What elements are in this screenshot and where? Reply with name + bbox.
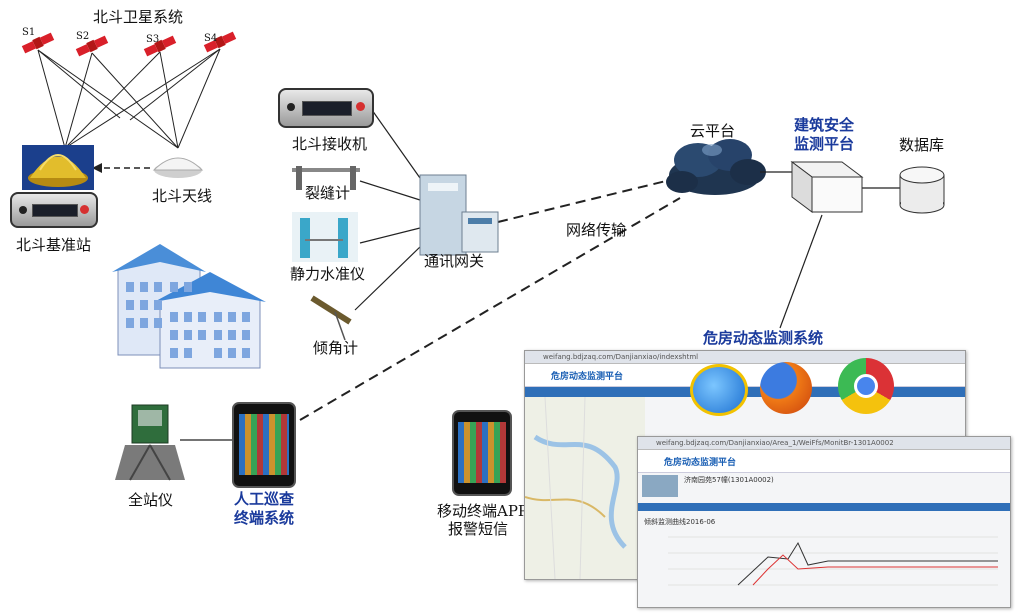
base-station-label: 北斗基准站 — [16, 236, 92, 254]
satellite-s2-label: S2 — [76, 31, 90, 42]
manual-to-cloud-link — [299, 197, 681, 421]
receiver-label: 北斗接收机 — [292, 135, 368, 153]
satellite-s1-icon — [21, 32, 55, 54]
network-label: 网络传输 — [566, 221, 627, 239]
satellite-s3-label: S3 — [146, 34, 160, 45]
beidou-receiver-icon — [278, 88, 374, 128]
satellite-s4-label: S4 — [204, 33, 218, 44]
front-monitor-chart — [668, 536, 998, 586]
front-nav-bar — [638, 503, 1010, 511]
inclinometer-label: 倾角计 — [313, 339, 359, 357]
satellite-s1-label: S1 — [22, 27, 36, 38]
database-label: 数据库 — [899, 136, 945, 154]
manual-terminal-phone-icon — [232, 402, 296, 488]
crack-meter-label: 裂缝计 — [305, 184, 351, 202]
mobile-app-phone-icon — [452, 410, 512, 496]
platform-server-icon — [790, 161, 864, 213]
satellite-s3-icon — [143, 35, 177, 57]
platform-to-system-link — [779, 214, 823, 329]
crack-meter-icon — [292, 166, 360, 190]
building-thumbnail — [642, 475, 678, 497]
building-icon — [112, 244, 266, 369]
mobile-app-label-line1: 移动终端APP — [437, 502, 529, 520]
manual-terminal-label-line1: 人工巡查 — [234, 490, 295, 508]
total-station-icon — [115, 404, 185, 481]
satellite-links — [37, 48, 221, 149]
antenna-label: 北斗天线 — [152, 187, 213, 205]
ie-logo-icon — [690, 364, 748, 416]
satellite-s2-icon — [75, 35, 109, 57]
inclinometer-icon — [310, 295, 352, 341]
front-page-title: 危房动态监测平台 — [664, 458, 737, 468]
back-map-area — [525, 396, 645, 579]
back-page-title: 危房动态监测平台 — [551, 372, 624, 382]
level-gauge-icon — [292, 212, 358, 262]
gateway-label: 通讯网关 — [424, 252, 485, 270]
front-url-bar: weifang.bdjzaq.com/Danjianxiao/Area_1/We… — [638, 437, 1010, 450]
arrow-head-icon — [92, 163, 102, 173]
manual-terminal-label-line2: 终端系统 — [234, 509, 295, 527]
firefox-logo-icon — [760, 362, 812, 414]
platform-label-line1: 建筑安全 — [794, 116, 855, 134]
database-icon — [899, 166, 945, 214]
level-gauge-label: 静力水准仪 — [290, 265, 366, 283]
base-station-receiver-icon — [10, 192, 98, 228]
mobile-app-label-line2: 报警短信 — [448, 520, 509, 538]
total-station-label: 全站仪 — [128, 491, 174, 509]
front-building-name: 济南园苑57幢(1301A0002) — [684, 476, 774, 484]
cloud-label: 云平台 — [690, 122, 736, 140]
cloud-platform-icon — [666, 139, 766, 195]
gateway-to-cloud-link — [497, 179, 671, 223]
satellite-system-title: 北斗卫星系统 — [93, 8, 184, 26]
base-station-antenna-icon — [22, 145, 94, 190]
sensor-links — [354, 109, 423, 311]
satellite-s4-icon — [203, 31, 237, 53]
beidou-antenna-icon — [152, 157, 204, 178]
platform-label-line2: 监测平台 — [794, 135, 855, 153]
web-platform-screenshot-front: weifang.bdjzaq.com/Danjianxiao/Area_1/We… — [637, 436, 1011, 608]
gateway-icon — [419, 174, 499, 256]
system-title: 危房动态监测系统 — [703, 329, 824, 347]
chrome-logo-icon — [838, 358, 894, 414]
front-chart-title: 倾斜监测曲线2016-06 — [644, 518, 716, 526]
back-url-bar: weifang.bdjzaq.com/Danjianxiao/indexshtm… — [525, 351, 965, 364]
